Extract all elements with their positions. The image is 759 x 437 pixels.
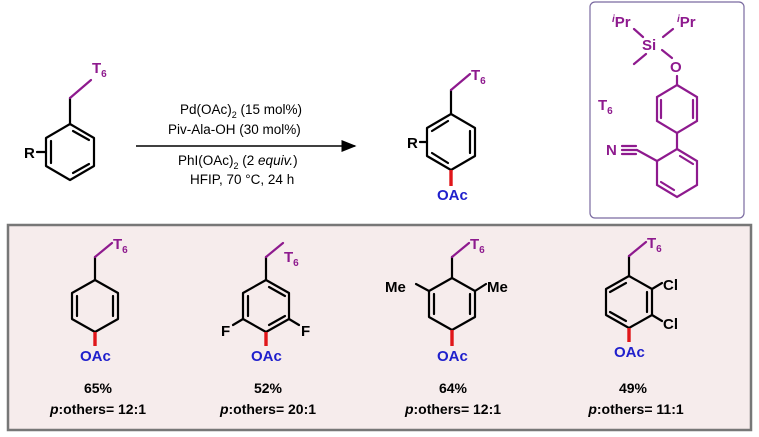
selectivity-2: p:others= 20:1 (219, 401, 316, 417)
selectivity-3: p:others= 12:1 (404, 401, 501, 417)
silicon-label: Si (642, 37, 656, 54)
product: T6 OAc R (407, 67, 486, 204)
scope-product-3: T6 Me Me OAc 64% p:others= 12:1 (385, 236, 508, 417)
scope-product-2: T6 F F OAc 52% p:others= 20:1 (219, 241, 316, 417)
template-label: T6 (113, 236, 128, 256)
reaction-conditions: Pd(OAc)2 (15 mol%) Piv-Ala-OH (30 mol%) … (168, 102, 302, 187)
template-label: T6 (470, 236, 485, 256)
acetate-label: OAc (437, 348, 468, 365)
r-group-label: R (407, 135, 418, 152)
scope-product-4: T6 Cl Cl OAc 49% p:others= 11:1 (587, 235, 684, 417)
condition-catalyst: Pd(OAc)2 (15 mol%) (180, 102, 302, 120)
yield-1: 65% (84, 380, 113, 396)
template-label: T6 (92, 60, 107, 80)
ipr-label-left: iPr (612, 14, 631, 31)
acetate-label: OAc (80, 348, 111, 365)
starting-material: T6 R (24, 60, 107, 182)
r-group-label: R (24, 145, 35, 162)
template-label: T6 (471, 67, 486, 87)
yield-3: 64% (439, 380, 468, 396)
acetate-label: OAc (614, 344, 645, 361)
acetate-label: OAc (437, 187, 468, 204)
fluorine-label: F (221, 323, 230, 340)
methyl-label: Me (487, 279, 508, 296)
yield-4: 49% (619, 380, 648, 396)
oxygen-label: O (670, 59, 682, 76)
chlorine-label: Cl (663, 316, 678, 333)
fluorine-label: F (301, 323, 310, 340)
chlorine-label: Cl (663, 277, 678, 294)
template-label: T6 (647, 235, 662, 255)
acetate-label: OAc (251, 348, 282, 365)
template-label: T6 (284, 249, 299, 269)
template-structure-box: iPr iPr Si O N T6 (589, 1, 745, 219)
yield-2: 52% (254, 380, 283, 396)
ipr-label-right: iPr (677, 14, 696, 31)
selectivity-4: p:others= 11:1 (587, 401, 684, 417)
condition-ligand: Piv-Ala-OH (30 mol%) (168, 122, 301, 137)
scope-panel (6, 223, 753, 432)
scope-product-1: T6 OAc 65% p:others= 12:1 (49, 236, 146, 417)
nitrogen-label: N (606, 142, 617, 159)
condition-solvent: HFIP, 70 °C, 24 h (190, 172, 294, 187)
methyl-label: Me (385, 279, 406, 296)
template-box-border (589, 1, 745, 219)
condition-oxidant: PhI(OAc)2 (2 equiv.) (178, 153, 298, 171)
template-label: T6 (598, 97, 613, 117)
selectivity-1: p:others= 12:1 (49, 401, 146, 417)
